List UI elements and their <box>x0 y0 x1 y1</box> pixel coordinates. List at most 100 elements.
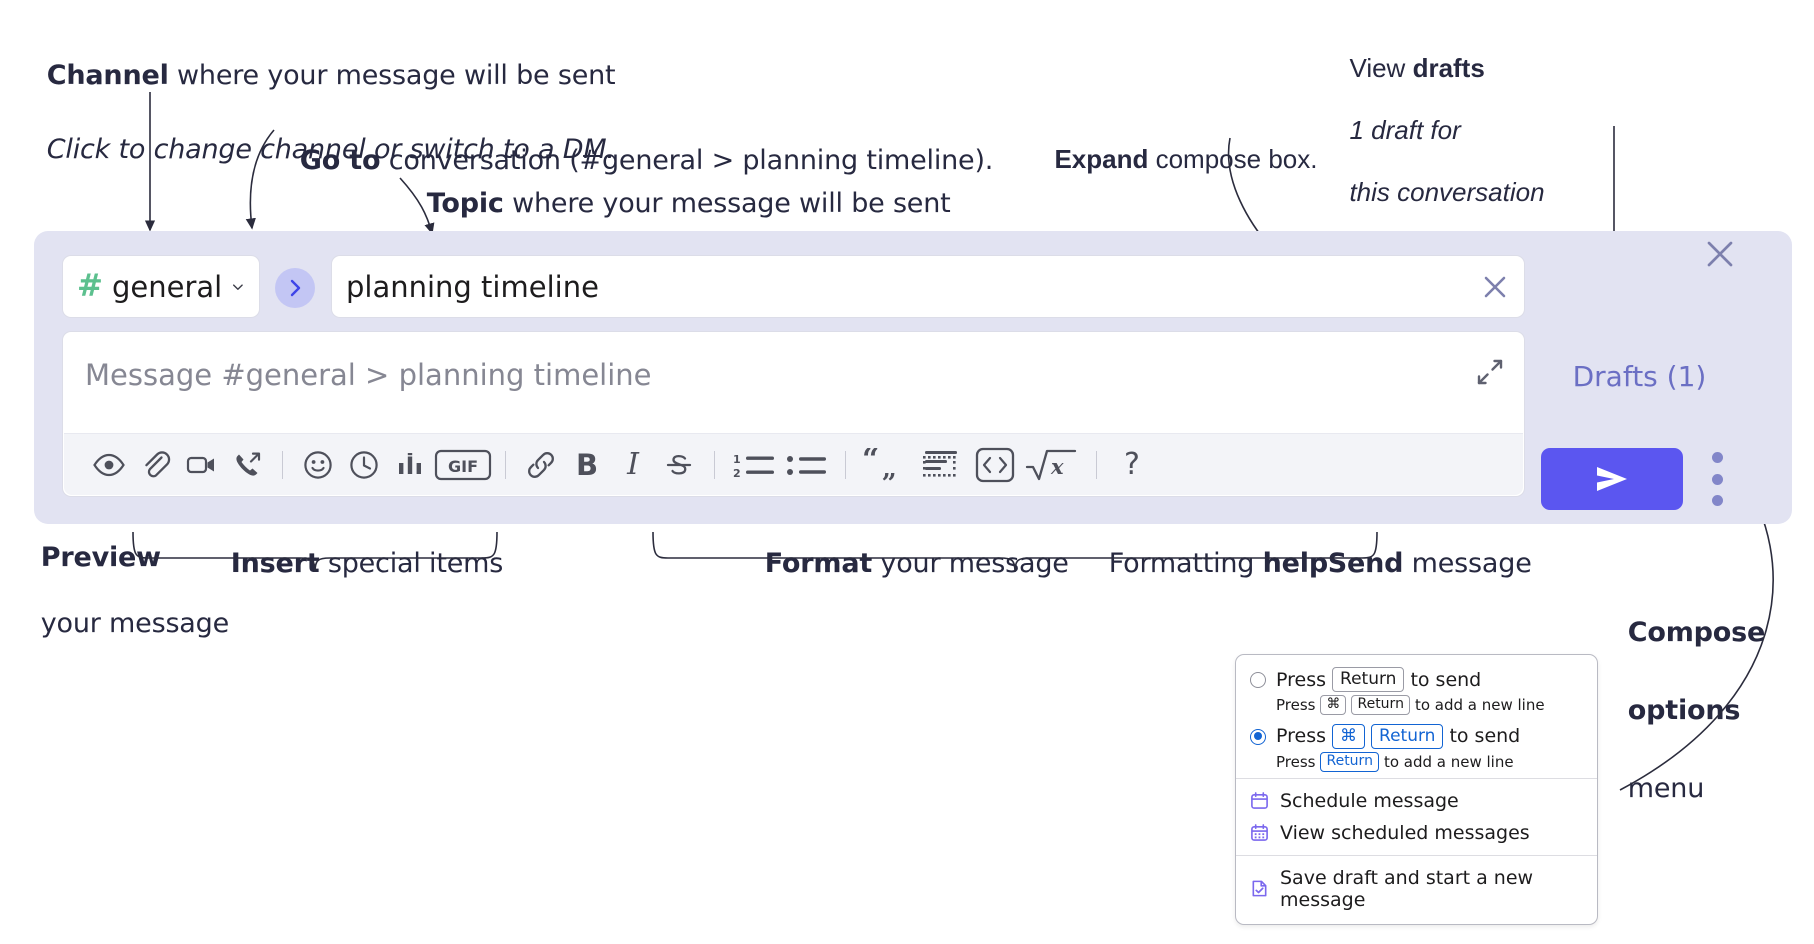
menu-option2-key2: Return <box>1371 723 1444 749</box>
chevron-right-icon <box>290 279 301 297</box>
blockquote-icon[interactable]: “ „ <box>858 442 914 488</box>
topic-value: planning timeline <box>346 269 599 304</box>
annotation-preview: Preview your message <box>24 508 229 640</box>
attachment-icon[interactable] <box>132 442 178 488</box>
annotation-channel-bold: Channel <box>46 60 169 91</box>
annotation-goto: Go to conversation (#general > planning … <box>283 105 994 179</box>
math-icon[interactable]: x <box>1022 442 1084 488</box>
close-panel-icon[interactable] <box>1703 237 1737 271</box>
annotation-drafts-line2: 1 draft for <box>1349 115 1461 145</box>
annotation-help-plain: Formatting <box>1108 548 1263 579</box>
drafts-link[interactable]: Drafts (1) <box>1537 327 1707 426</box>
menu-item-label: Schedule message <box>1280 789 1459 812</box>
link-icon[interactable] <box>518 442 564 488</box>
annotation-channel-rest: where your message will be sent <box>168 60 616 91</box>
preview-icon[interactable] <box>86 442 132 488</box>
calendar-grid-icon <box>1251 824 1268 841</box>
annotation-preview-bold: Preview <box>40 542 161 573</box>
toolbar-separator <box>845 450 846 479</box>
svg-text:GIF: GIF <box>448 457 478 476</box>
channel-selector[interactable]: # general <box>62 255 260 318</box>
send-message-button[interactable] <box>1541 448 1683 510</box>
menu-option1-tail: to send <box>1410 668 1482 691</box>
vertical-dots-icon <box>1711 452 1723 463</box>
menu-option1-sub-press: Press <box>1276 696 1316 714</box>
svg-text:1: 1 <box>733 453 741 466</box>
annotation-expand-rest: compose box. <box>1148 144 1318 174</box>
menu-option2-sub-press: Press <box>1276 752 1316 771</box>
menu-divider <box>1236 854 1597 856</box>
ordered-list-icon[interactable]: 1 2 <box>727 442 781 488</box>
menu-option1-press: Press <box>1276 668 1327 691</box>
message-placeholder: Message #general > planning timeline <box>85 358 652 392</box>
formatting-toolbar: GIF B I <box>64 433 1523 495</box>
audio-clip-icon[interactable] <box>224 442 270 488</box>
annotation-topic-rest: where your message will be sent <box>503 188 951 219</box>
chevron-down-icon <box>233 283 244 290</box>
radio-selected-icon[interactable] <box>1250 728 1266 745</box>
message-input-box[interactable]: Message #general > planning timeline <box>62 331 1525 497</box>
annotation-channel: Channel where your message will be sent … <box>30 20 616 168</box>
calendar-icon <box>1251 792 1268 809</box>
menu-option2-sub-tail: to add a new line <box>1383 752 1514 771</box>
svg-text:„: „ <box>882 454 897 482</box>
menu-item-label: View scheduled messages <box>1280 821 1530 844</box>
annotation-compose-options-line2: options <box>1627 695 1741 726</box>
annotation-insert-rest: special items <box>319 548 504 579</box>
annotation-insert-bold: Insert <box>230 548 320 579</box>
expand-diagonal-icon[interactable] <box>1474 356 1506 388</box>
help-label: ? <box>1124 447 1140 482</box>
annotation-send-bold: Send <box>1327 548 1404 579</box>
annotation-drafts: View drafts 1 draft for this conversatio… <box>1335 22 1545 208</box>
menu-option1-sub-key2: Return <box>1351 695 1410 715</box>
menu-item-save-draft[interactable]: Save draft and start a new message <box>1236 862 1597 916</box>
code-block-icon[interactable] <box>914 442 968 488</box>
menu-option2-sub-key: Return <box>1320 752 1379 772</box>
svg-text:“: “ <box>862 448 879 477</box>
annotation-send-rest: message <box>1403 548 1532 579</box>
annotation-drafts-line3: this conversation <box>1349 177 1545 207</box>
svg-text:x: x <box>1050 454 1064 479</box>
close-x-icon[interactable] <box>1480 272 1510 302</box>
gif-icon[interactable]: GIF <box>433 442 493 488</box>
annotation-compose-options-line1: Compose <box>1627 617 1766 648</box>
annotation-compose-options: Compose options menu <box>1611 574 1766 808</box>
poll-icon[interactable] <box>387 442 433 488</box>
menu-divider <box>1236 777 1597 779</box>
annotation-topic-bold: Topic <box>426 188 504 219</box>
clock-icon[interactable] <box>341 442 387 488</box>
menu-option1-sub-key1: ⌘ <box>1320 695 1347 715</box>
annotation-drafts-plain: View <box>1349 53 1413 83</box>
video-clip-icon[interactable] <box>178 442 224 488</box>
svg-text:2: 2 <box>733 467 741 480</box>
annotation-preview-line2: your message <box>40 608 230 639</box>
document-check-icon <box>1252 880 1267 897</box>
goto-conversation-button[interactable] <box>275 268 315 308</box>
menu-radio-option-return[interactable]: Press Return to send <box>1236 664 1597 693</box>
menu-item-schedule-message[interactable]: Schedule message <box>1236 785 1597 817</box>
compose-options-menu: Press Return to send Press ⌘ Return to a… <box>1235 654 1598 925</box>
strikethrough-icon[interactable] <box>656 442 702 488</box>
vertical-dots-icon <box>1711 495 1723 506</box>
menu-option2-subtext: Press Return to add a new line <box>1276 752 1597 772</box>
bulleted-list-icon[interactable] <box>781 442 833 488</box>
menu-radio-option-cmd-return[interactable]: Press ⌘ Return to send <box>1236 721 1597 749</box>
annotation-channel-italic: Click to change channel or switch to a D… <box>46 134 615 165</box>
bold-icon[interactable]: B <box>564 442 610 488</box>
radio-unselected-icon[interactable] <box>1250 672 1266 688</box>
toolbar-separator <box>714 450 715 479</box>
help-icon[interactable]: ? <box>1109 442 1155 488</box>
compose-inner: # general planning timeline Message #gen… <box>48 243 1539 511</box>
emoji-icon[interactable] <box>295 442 341 488</box>
vertical-dots-icon <box>1711 473 1723 485</box>
topic-field[interactable]: planning timeline <box>331 255 1525 318</box>
italic-icon[interactable]: I <box>610 442 656 488</box>
menu-option2-key1: ⌘ <box>1332 723 1366 749</box>
code-inline-icon[interactable] <box>968 442 1022 488</box>
compose-options-button[interactable] <box>1706 452 1728 506</box>
annotation-compose-options-line3: menu <box>1627 773 1705 804</box>
bold-label: B <box>575 447 599 482</box>
italic-label: I <box>627 447 639 482</box>
toolbar-separator <box>1096 450 1097 479</box>
menu-item-view-scheduled-messages[interactable]: View scheduled messages <box>1236 817 1597 849</box>
